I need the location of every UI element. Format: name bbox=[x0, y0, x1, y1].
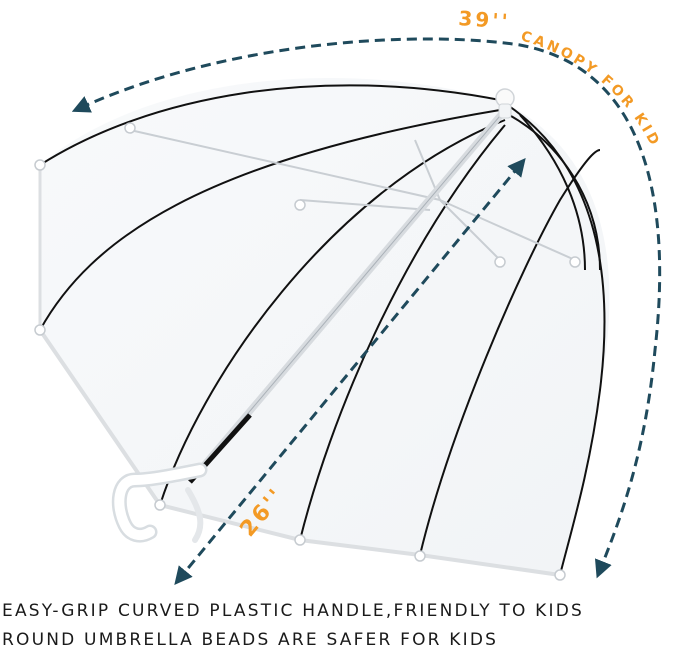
length-dimension-line bbox=[174, 158, 526, 585]
clear-bubble-umbrella-scene: 39'' CANOPY FOR KID 26'' bbox=[34, 6, 662, 585]
canopy-dimension-arc bbox=[71, 37, 662, 579]
umbrella-top-knob bbox=[495, 88, 515, 119]
canopy-size-label: 39'' bbox=[458, 6, 512, 34]
beads-caption: ROUND UMBRELLA BEADS ARE SAFER FOR KIDS bbox=[2, 630, 499, 650]
handle-caption: EASY-GRIP CURVED PLASTIC HANDLE,FRIENDLY… bbox=[2, 601, 585, 621]
